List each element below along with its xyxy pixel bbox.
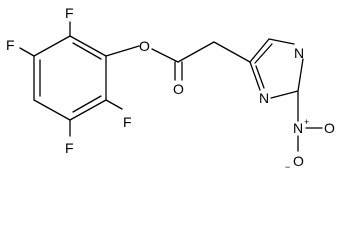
charge-n-nitro: + (304, 117, 309, 127)
atom-o-nitro-lower: O (293, 153, 304, 169)
bond-c-f3 (105, 99, 123, 110)
atom-n-nitro: N (293, 120, 303, 136)
bond-c-oester (105, 45, 140, 57)
bond-ch2-cring (213, 41, 251, 63)
pentafluorophenyl-ring (33, 35, 107, 121)
imidazole-ring (249, 38, 304, 99)
atom-o-ester: O (139, 38, 150, 54)
bond-ccarbonyl-ch2 (177, 41, 215, 63)
atom-f4: F (65, 140, 74, 156)
atom-o-carbonyl: O (173, 81, 184, 97)
atom-f1: F (65, 5, 74, 21)
atom-n-ring-lower: N (259, 90, 269, 106)
atom-n-ring-upper: N (294, 45, 304, 61)
atom-f2: F (6, 37, 15, 53)
atom-o-nitro-right: O (324, 120, 335, 136)
charge-o-nitro-lower: − (285, 162, 290, 172)
atom-f3: F (123, 114, 132, 130)
bond-oester-ccarbonyl (151, 48, 179, 63)
chemical-structure: F F F F O O N N N + O O − (6, 5, 335, 172)
bond-c-f2 (19, 47, 35, 57)
